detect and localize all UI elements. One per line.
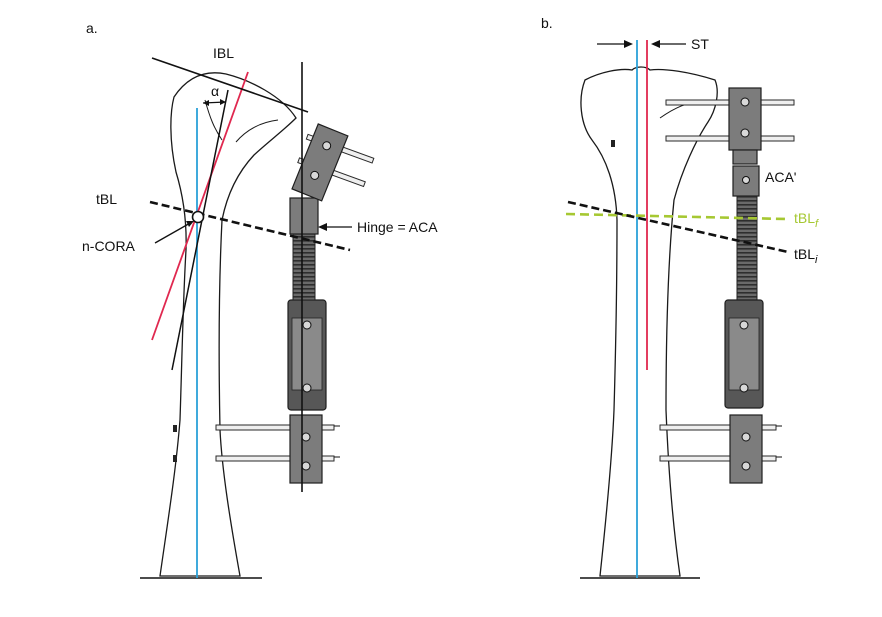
fixator-a-hinge bbox=[289, 197, 319, 235]
st-label: ST bbox=[691, 36, 709, 52]
tbl-line-a bbox=[149, 200, 351, 252]
fixator-a-distal-clamp bbox=[289, 414, 323, 484]
fixator-b-neck bbox=[732, 149, 758, 165]
tbl-i-label: tBLi bbox=[794, 246, 818, 266]
ibl-line bbox=[151, 57, 309, 113]
fixator-a-proximal-clamp bbox=[291, 123, 349, 202]
aca-prime-label: ACA' bbox=[765, 169, 796, 185]
tbl-label-a: tBL bbox=[96, 191, 117, 207]
tibia-a-plateau-detail bbox=[235, 119, 279, 143]
pin-a2 bbox=[215, 455, 335, 462]
panel-b-label: b. bbox=[541, 15, 553, 31]
fixator-a bbox=[287, 123, 349, 484]
oblique-axis-a bbox=[171, 89, 229, 371]
cortex-mark-a1 bbox=[173, 425, 177, 432]
pin-b4 bbox=[659, 455, 777, 462]
panel-a: a. bbox=[82, 20, 438, 579]
pin-a1 bbox=[215, 424, 335, 431]
fixator-b-distal-clamp bbox=[729, 414, 763, 484]
alpha-label: α bbox=[211, 83, 219, 99]
ncora-label: n-CORA bbox=[82, 238, 136, 254]
ibl-label: IBL bbox=[213, 45, 234, 61]
tbl-f-line bbox=[565, 212, 787, 221]
ncora-arrow bbox=[154, 221, 193, 244]
tibia-b bbox=[580, 66, 718, 577]
fixator-b-proximal-clamp bbox=[728, 87, 762, 151]
fixator-b bbox=[724, 87, 764, 484]
fixator-b-rack bbox=[736, 195, 758, 301]
panel-a-label: a. bbox=[86, 20, 98, 36]
cortex-mark-a2 bbox=[173, 455, 177, 462]
ncora-point bbox=[191, 210, 205, 224]
cortex-mark-b1 bbox=[611, 140, 615, 147]
tibia-a bbox=[159, 72, 297, 577]
fixator-a-rack bbox=[292, 231, 316, 301]
tbl-i-line bbox=[567, 200, 789, 254]
panel-b: b. bbox=[541, 15, 819, 579]
tbl-f-label: tBLf bbox=[794, 210, 819, 230]
hinge-label: Hinge = ACA bbox=[357, 219, 438, 235]
pin-b3 bbox=[659, 424, 777, 431]
red-axis-a bbox=[151, 71, 249, 341]
